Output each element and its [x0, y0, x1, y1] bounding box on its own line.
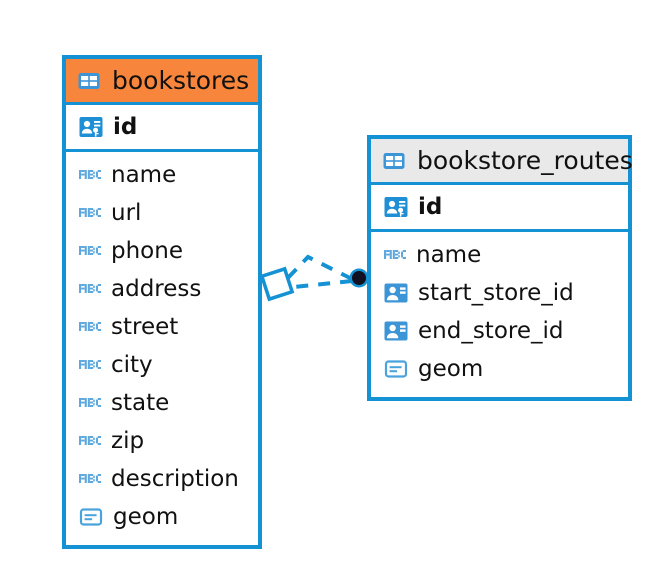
field-row-zip[interactable]: zip	[66, 422, 258, 460]
field-label: geom	[113, 503, 179, 530]
table-bookstore-routes[interactable]: bookstore_routes id	[367, 135, 633, 401]
field-label: address	[111, 275, 202, 302]
text-type-icon	[79, 246, 101, 255]
table-icon	[78, 72, 100, 89]
text-type-icon	[79, 474, 101, 483]
field-row-geom[interactable]: geom	[66, 498, 258, 536]
text-type-icon	[79, 284, 101, 293]
field-label: url	[111, 199, 142, 226]
foreign-key-icon	[384, 283, 408, 303]
field-row-name[interactable]: name	[66, 156, 258, 194]
field-label: id	[113, 113, 138, 140]
field-list-bookstore-routes: name start_store_id	[371, 232, 628, 393]
field-row-geom[interactable]: geom	[371, 350, 628, 388]
field-row-street[interactable]: street	[66, 308, 258, 346]
field-label: state	[111, 389, 170, 416]
field-label: end_store_id	[418, 317, 564, 344]
field-row-name[interactable]: name	[371, 236, 628, 274]
field-label: geom	[418, 355, 484, 382]
table-title: bookstores	[112, 66, 250, 95]
table-header-bookstore-routes: bookstore_routes	[371, 139, 633, 185]
field-label: phone	[111, 237, 183, 264]
text-type-icon	[384, 250, 406, 259]
relationship-endpoint-circle	[349, 268, 369, 288]
field-row-start-store-id[interactable]: start_store_id	[371, 274, 628, 312]
text-type-icon	[79, 322, 101, 331]
field-label: name	[416, 241, 482, 268]
relationship-endpoint-diamond	[259, 266, 295, 302]
text-type-icon	[79, 436, 101, 445]
field-list-bookstores: name url	[66, 152, 258, 541]
text-type-icon	[79, 360, 101, 369]
field-label: zip	[111, 427, 145, 454]
field-label: description	[111, 465, 239, 492]
field-label: id	[418, 193, 443, 220]
field-row-description[interactable]: description	[66, 460, 258, 498]
text-type-icon	[79, 398, 101, 407]
table-icon	[383, 152, 405, 169]
primary-key-icon	[384, 197, 408, 217]
foreign-key-icon	[384, 321, 408, 341]
text-type-icon	[79, 208, 101, 217]
geometry-type-icon	[384, 360, 408, 378]
field-row-address[interactable]: address	[66, 270, 258, 308]
primary-key-group: id	[66, 105, 258, 152]
field-row-url[interactable]: url	[66, 194, 258, 232]
relationship-line-end-store-id	[283, 279, 353, 290]
relationship-line-start-store-id	[280, 254, 353, 286]
field-row-state[interactable]: state	[66, 384, 258, 422]
table-header-bookstores: bookstores	[66, 59, 258, 105]
field-label: name	[111, 161, 177, 188]
field-row-city[interactable]: city	[66, 346, 258, 384]
field-row-id[interactable]: id	[66, 105, 258, 149]
table-bookstores[interactable]: bookstores id	[62, 55, 262, 549]
field-row-end-store-id[interactable]: end_store_id	[371, 312, 628, 350]
field-label: street	[111, 313, 179, 340]
field-row-phone[interactable]: phone	[66, 232, 258, 270]
text-type-icon	[79, 170, 101, 179]
geometry-type-icon	[79, 508, 103, 526]
table-title: bookstore_routes	[417, 146, 633, 175]
field-label: city	[111, 351, 153, 378]
primary-key-group: id	[371, 185, 628, 232]
field-row-id[interactable]: id	[371, 185, 628, 229]
primary-key-icon	[79, 117, 103, 137]
field-label: start_store_id	[418, 279, 574, 306]
